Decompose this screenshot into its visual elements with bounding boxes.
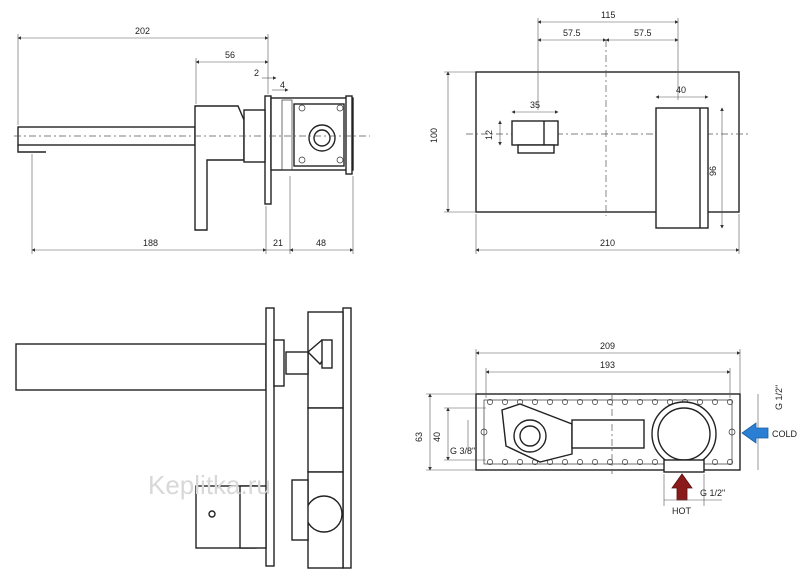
mounting-hole	[502, 459, 508, 465]
hot-inlet-arrow	[671, 473, 693, 501]
mounting-bracket	[342, 307, 352, 569]
dim-spout-width: 35	[530, 100, 540, 110]
mounting-hole	[562, 459, 568, 465]
mounting-hole	[727, 399, 733, 405]
watermark: Keplitka.ru	[148, 470, 271, 500]
dim-plate-height: 100	[429, 128, 439, 143]
mounting-hole	[697, 399, 703, 405]
front-view: 115 57.5 57.5 100 35 12 40 96 210	[429, 10, 750, 254]
mounting-hole	[562, 399, 568, 405]
mounting-hole	[487, 459, 493, 465]
dim-handle-height: 96	[708, 166, 718, 176]
mounting-hole	[637, 459, 643, 465]
mounting-hole	[577, 399, 583, 405]
mounting-hole	[547, 399, 553, 405]
hot-label: HOT	[672, 506, 692, 516]
dim-spout-length: 188	[143, 238, 158, 248]
dim-total-length: 202	[135, 26, 150, 36]
dim-spout-height: 12	[484, 130, 494, 140]
mounting-hole	[712, 399, 718, 405]
mounting-hole	[652, 459, 658, 465]
mounting-hole	[480, 428, 488, 436]
cold-inlet-arrow	[741, 422, 769, 444]
mounting-hole	[532, 399, 538, 405]
mounting-hole	[592, 399, 598, 405]
dim-handle-width: 40	[676, 85, 686, 95]
dim-hole-spacing: 193	[600, 360, 615, 370]
thread-hot-label: G 1/2"	[700, 488, 725, 498]
wall-plate-bottom	[265, 307, 275, 567]
mounting-hole	[712, 459, 718, 465]
thread-outlet-label: G 3/8"	[450, 446, 475, 456]
dim-plate-thickness: 4	[280, 80, 285, 90]
mounting-hole	[607, 459, 613, 465]
mixer-box-side	[270, 95, 354, 175]
mounting-hole	[517, 459, 523, 465]
mounting-hole	[607, 399, 613, 405]
spout-outlet-front	[511, 120, 559, 154]
dim-box-width: 209	[600, 341, 615, 351]
thread-cold-label: G 1/2"	[774, 385, 784, 410]
spout-bottom	[15, 343, 267, 391]
side-view: 202 56 2 4 188 21 48	[14, 26, 370, 254]
dim-half-right: 57.5	[634, 28, 652, 38]
mounting-hole	[502, 399, 508, 405]
dim-spout-centers: 115	[601, 10, 615, 20]
mounting-hole	[637, 399, 643, 405]
mixer-box-front: 209 193 63 40 G 3/8" G 1/2" COLD G 1/2" …	[414, 341, 798, 516]
mounting-hole	[728, 428, 736, 436]
dim-box-depth: 48	[316, 238, 326, 248]
mounting-hole	[652, 399, 658, 405]
dim-plate-width: 210	[600, 238, 615, 248]
side-install-view	[15, 307, 352, 569]
mounting-hole	[592, 459, 598, 465]
mounting-hole	[577, 459, 583, 465]
mounting-hole	[622, 459, 628, 465]
mounting-hole	[727, 459, 733, 465]
dim-spout-to-box: 56	[225, 50, 235, 60]
dim-wall-gap: 2	[254, 68, 259, 78]
wall-plate	[264, 95, 272, 205]
cold-label: COLD	[772, 429, 798, 439]
dim-box-height: 63	[414, 432, 424, 442]
dim-inner-height: 40	[432, 432, 442, 442]
dim-half-left: 57.5	[563, 28, 581, 38]
dim-box-offset: 21	[273, 238, 283, 248]
handle-front	[655, 107, 709, 229]
lever-body	[194, 105, 245, 231]
mounting-hole	[487, 399, 493, 405]
mounting-hole	[622, 399, 628, 405]
